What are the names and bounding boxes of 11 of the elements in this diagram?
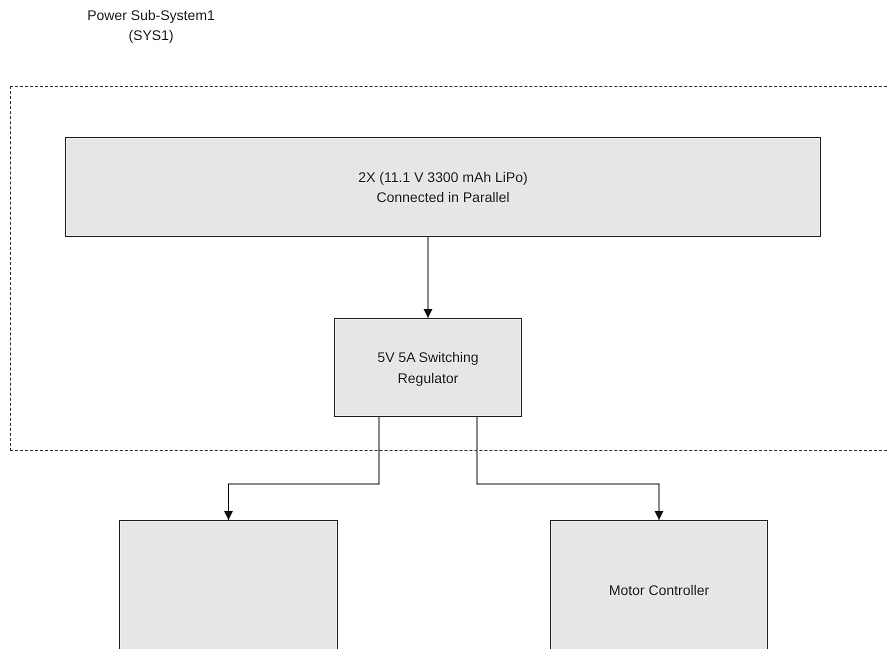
arrow (476, 416, 664, 520)
group-heading: Power Sub-System1 (SYS1) (86, 6, 216, 46)
box-label: 5V 5A Switching Regulator (376, 348, 480, 388)
process-box (334, 318, 522, 417)
box-label: 2X (11.1 V 3300 mAh LiPo) Connected in Parallel (357, 168, 529, 207)
arrow (224, 416, 380, 520)
empty-box (119, 520, 338, 649)
arrow (424, 236, 432, 318)
process-box (65, 137, 821, 237)
box-label: Motor Controller (608, 580, 710, 600)
process-box (550, 520, 768, 649)
